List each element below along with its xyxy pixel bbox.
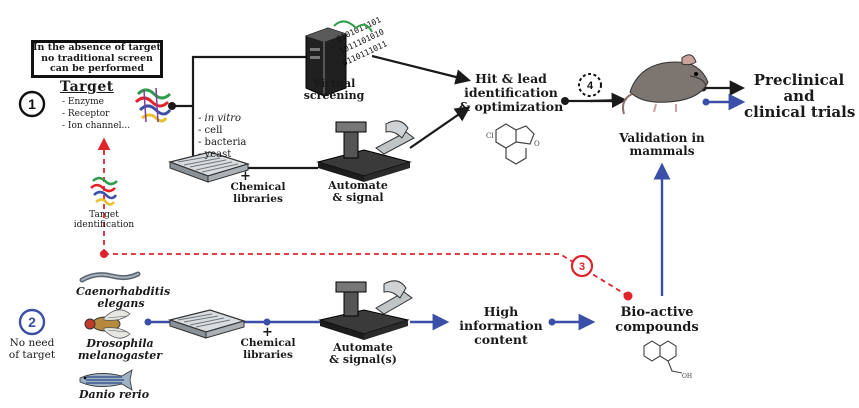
target-identification-dot: [100, 250, 108, 258]
screen-type-cell: - cell: [198, 125, 223, 136]
note-line-2: no traditional screen: [41, 52, 153, 64]
top-automate-signal-label: Automate& signal: [328, 179, 388, 205]
screen-type-bacteria: - bacteria: [198, 137, 247, 148]
step-4-label: 4: [587, 80, 594, 92]
server-computer-icon: [305, 27, 347, 97]
target-identification-protein-icon: [90, 176, 118, 206]
step-circle-1: 1: [18, 90, 46, 118]
target-to-virtual-screening-connector: [172, 55, 308, 108]
screen-type-yeast: - yeast: [198, 149, 232, 160]
step-circle-3: 3: [570, 254, 594, 278]
worm-icon: [79, 271, 141, 283]
target-item-ion-channel: - Ion channel...: [62, 121, 131, 131]
virtual-screening-to-hit-arrow: [371, 54, 471, 85]
target-identification-connectors: [97, 137, 629, 297]
target-output-dot: [168, 102, 176, 110]
binary-stream-icon: 0101011101 1011101010 0110111011: [333, 15, 389, 68]
screen-type-in-vitro: - in vitro: [198, 113, 242, 124]
top-flow-connectors: [172, 54, 746, 170]
robotic-screening-station-icon-top: [316, 120, 415, 182]
organism-danio-rerio-label: Danio rerio: [78, 388, 150, 401]
target-title: Target: [60, 79, 114, 95]
note-line-1: In the absence of target: [33, 42, 161, 54]
bioactive-red-dot: [623, 291, 633, 301]
svg-text:O: O: [534, 140, 540, 148]
chemical-structure-icon-top: Cl O: [486, 123, 540, 165]
fruit-fly-icon: [84, 309, 131, 339]
svg-text:Cl: Cl: [486, 132, 494, 140]
libraries-bottom-dot: [263, 318, 271, 326]
bottom-automate-signals-label: Automate& signal(s): [329, 341, 397, 367]
protein-structure-icon: [134, 87, 172, 123]
validation-blue-dot: [702, 98, 710, 106]
automate-to-hit-arrow: [409, 106, 471, 149]
bottom-libraries-plus: +: [262, 325, 273, 340]
target-item-receptor: - Receptor: [62, 109, 110, 119]
zebrafish-icon: [79, 369, 133, 391]
step-3-label: 3: [579, 261, 585, 273]
target-item-enzyme: - Enzyme: [62, 97, 104, 107]
step-2-label: 2: [28, 314, 36, 330]
microplate-icon-bottom: [167, 309, 247, 339]
svg-text:OH: OH: [682, 373, 692, 380]
step-1-label: 1: [28, 96, 36, 112]
chemical-structure-icon-bottom: OH: [643, 340, 692, 380]
step-circle-4: 4: [578, 73, 602, 97]
top-libraries-plus: +: [240, 169, 251, 184]
hit-to-validation-arrow: [589, 92, 628, 109]
hic-output-dot: [548, 318, 556, 326]
organisms-dot: [144, 318, 152, 326]
no-target-note: In the absence of target no traditional …: [31, 40, 163, 78]
note-line-3: can be performed: [49, 63, 144, 75]
microplate-icon-top: [167, 151, 251, 183]
hit-output-dot: [561, 97, 569, 105]
bottom-flow-connectors: [148, 93, 746, 331]
step-circle-2: 2: [18, 308, 46, 336]
robotic-screening-station-icon-bottom: [318, 280, 413, 340]
mouse-icon: [622, 54, 709, 115]
